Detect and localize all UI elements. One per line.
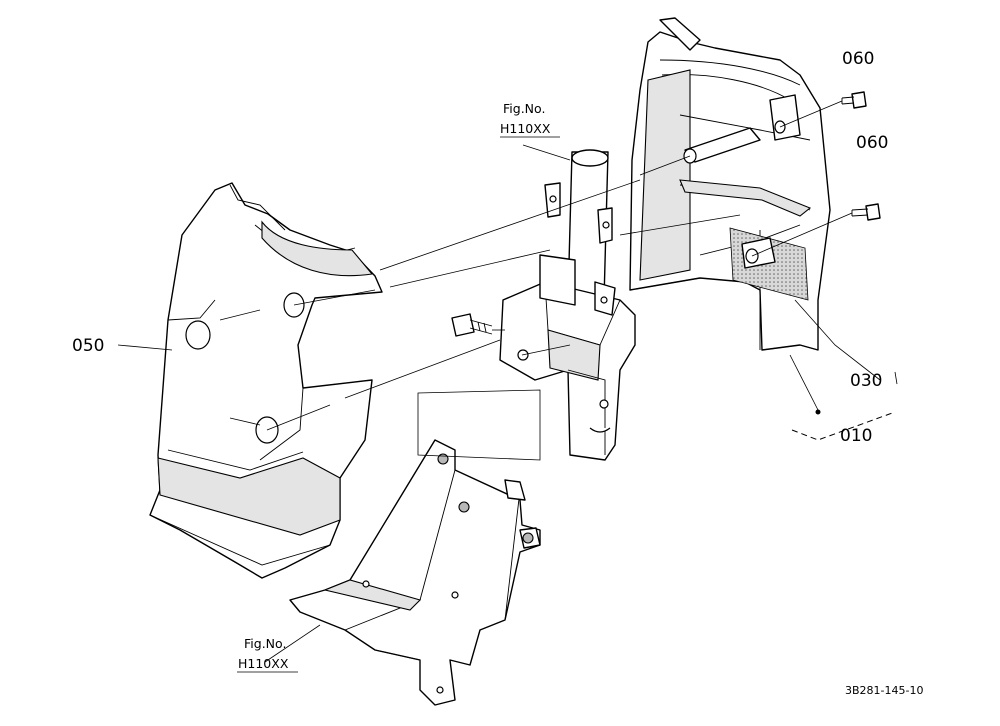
callout-010: 010 [840, 426, 872, 446]
front-cover-050 [149, 182, 383, 579]
figure-ref-top-line1: Fig.No. [503, 101, 545, 116]
steering-column-bracket [451, 149, 636, 461]
figure-ref-bottom-line2: H110XX [238, 656, 289, 671]
assembly-lines [117, 100, 898, 663]
callout-060-middle: 060 [856, 133, 888, 153]
diagram-code: 3B281-145-10 [845, 684, 923, 697]
lower-bracket-frame [289, 439, 541, 706]
figure-ref-top-line2: H110XX [500, 121, 551, 136]
callout-050: 050 [72, 336, 104, 356]
callout-060-top: 060 [842, 49, 874, 69]
screw-060-middle [851, 203, 881, 221]
rear-cover-010 [629, 17, 831, 351]
figure-ref-bottom-line1: Fig.No. [244, 636, 286, 651]
callout-030: 030 [850, 371, 882, 391]
assembly-dot [815, 409, 821, 415]
screw-060-top [841, 91, 867, 109]
